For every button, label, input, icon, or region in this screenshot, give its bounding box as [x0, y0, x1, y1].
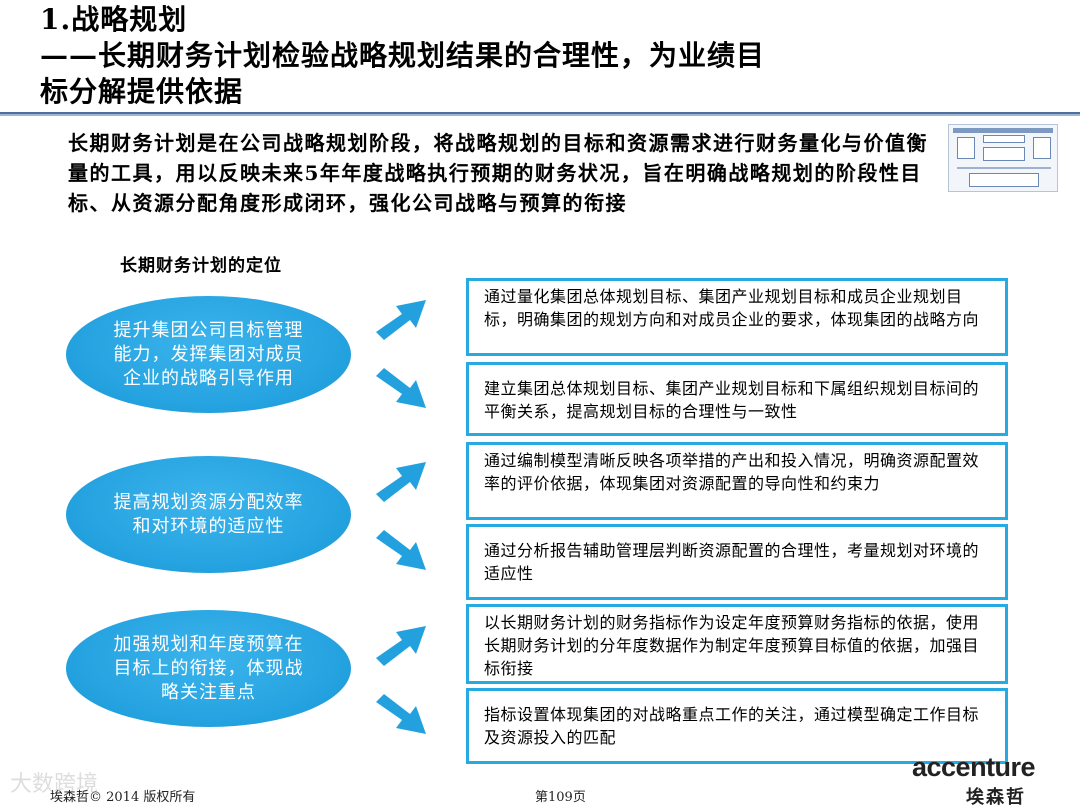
page-title-line-3: 标分解提供依据 — [40, 75, 244, 108]
diagram-thumbnail-icon — [948, 124, 1058, 192]
oval-label: 提高规划资源分配效率和对环境的适应性 — [113, 491, 304, 537]
positioning-oval-3: 加强规划和年度预算在目标上的衔接，体现战略关注重点 — [66, 610, 351, 727]
description-box-4: 通过分析报告辅助管理层判断资源配置的合理性，考量规划对环境的适应性 — [466, 524, 1008, 600]
description-box-2: 建立集团总体规划目标、集团产业规划目标和下属组织规划目标间的平衡关系，提高规划目… — [466, 362, 1008, 436]
arrow-right-icon — [376, 462, 426, 502]
title-divider — [0, 112, 1080, 116]
page-title-line-1: 1.战略规划 — [40, 3, 188, 36]
arrow-right-icon — [376, 368, 426, 408]
positioning-oval-2: 提高规划资源分配效率和对环境的适应性 — [66, 456, 351, 573]
section-subtitle: 长期财务计划的定位 — [120, 256, 282, 276]
title-block: 1.战略规划 ——长期财务计划检验战略规划结果的合理性，为业绩目 标分解提供依据 — [40, 2, 1040, 110]
intro-paragraph: 长期财务计划是在公司战略规划阶段，将战略规划的目标和资源需求进行财务量化与价值衡… — [68, 131, 928, 215]
page-title-line-2: ——长期财务计划检验战略规划结果的合理性，为业绩目 — [40, 39, 766, 72]
arrow-right-icon — [376, 626, 426, 666]
brand-logo: accenture — [912, 752, 1036, 782]
arrow-right-icon — [376, 300, 426, 340]
description-box-3: 通过编制模型清晰反映各项举措的产出和投入情况，明确资源配置效率的评价依据，体现集… — [466, 442, 1008, 520]
positioning-oval-1: 提升集团公司目标管理能力，发挥集团对成员企业的战略引导作用 — [66, 296, 351, 413]
description-box-6: 指标设置体现集团的对战略重点工作的关注，通过模型确定工作目标及资源投入的匹配 — [466, 688, 1008, 764]
oval-label: 加强规划和年度预算在目标上的衔接，体现战略关注重点 — [113, 633, 304, 703]
description-box-5: 以长期财务计划的财务指标作为设定年度预算财务指标的依据，使用长期财务计划的分年度… — [466, 604, 1008, 684]
description-box-1: 通过量化集团总体规划目标、集团产业规划目标和成员企业规划目标，明确集团的规划方向… — [466, 278, 1008, 356]
copyright-text: 埃森哲© 2014 版权所有 — [50, 790, 196, 805]
page-number: 第109页 — [535, 790, 586, 805]
oval-label: 提升集团公司目标管理能力，发挥集团对成员企业的战略引导作用 — [113, 319, 304, 389]
arrow-right-icon — [376, 530, 426, 570]
watermark: 大数跨境 — [10, 772, 99, 797]
brand-logo-cn: 埃森哲 — [966, 787, 1026, 808]
arrow-right-icon — [376, 694, 426, 734]
